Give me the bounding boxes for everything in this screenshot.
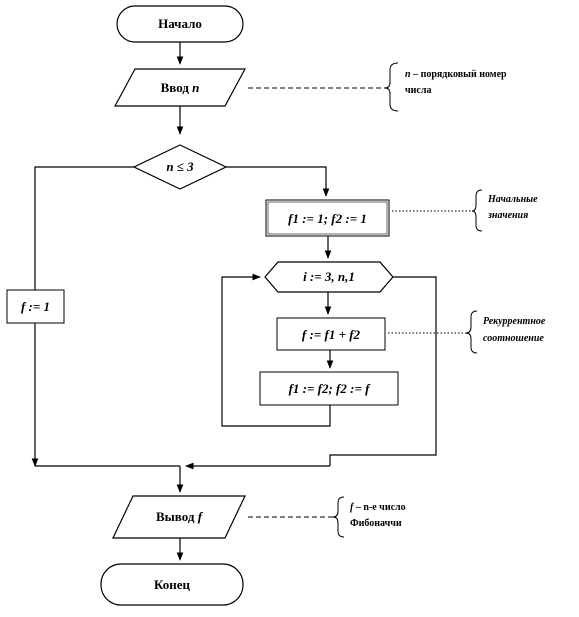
loop-label: i := 3, n,1 <box>303 269 355 284</box>
input-label: Ввод n <box>161 80 200 95</box>
input-annotation: n – порядковый номер числа <box>248 62 507 112</box>
end-label: Конец <box>154 577 191 592</box>
output-note-line2: Фибоначчи <box>350 518 402 529</box>
init-note-line1: Начальные <box>487 194 538 205</box>
recurrence-note-line2: соотношение <box>483 333 544 344</box>
input-note-line2: числа <box>405 85 431 96</box>
start-terminal: Начало <box>116 5 244 43</box>
recurrence-label: f := f1 + f2 <box>302 327 361 342</box>
output-block: Вывод f <box>112 495 246 539</box>
recurrence-note-line1: Рекуррентное <box>483 316 546 327</box>
output-label: Вывод f <box>156 509 204 524</box>
condition-label: n ≤ 3 <box>166 159 194 174</box>
output-note-line1: f – n-е число <box>350 502 406 513</box>
assign-f-block: f := 1 <box>6 289 65 324</box>
start-label: Начало <box>158 16 202 31</box>
condition-decision: n ≤ 3 <box>132 144 228 190</box>
shift-block: f1 := f2; f2 := f <box>259 371 399 406</box>
connectors <box>31 42 437 561</box>
shift-label: f1 := f2; f2 := f <box>289 381 372 396</box>
end-terminal: Конец <box>100 563 244 606</box>
input-note-line1: n – порядковый номер <box>405 69 507 80</box>
assign-f-label: f := 1 <box>21 299 50 314</box>
init-values-block: f1 := 1; f2 := 1 <box>265 199 390 237</box>
init-annotation: Начальные значения <box>392 189 538 232</box>
init-values-label: f1 := 1; f2 := 1 <box>288 211 367 226</box>
recurrence-annotation: Рекуррентное соотношение <box>388 310 546 354</box>
recurrence-block: f := f1 + f2 <box>276 317 386 351</box>
output-annotation: f – n-е число Фибоначчи <box>248 496 406 538</box>
input-block: Ввод n <box>113 68 247 107</box>
init-note-line2: значения <box>487 210 528 221</box>
loop-block: i := 3, n,1 <box>264 261 394 293</box>
